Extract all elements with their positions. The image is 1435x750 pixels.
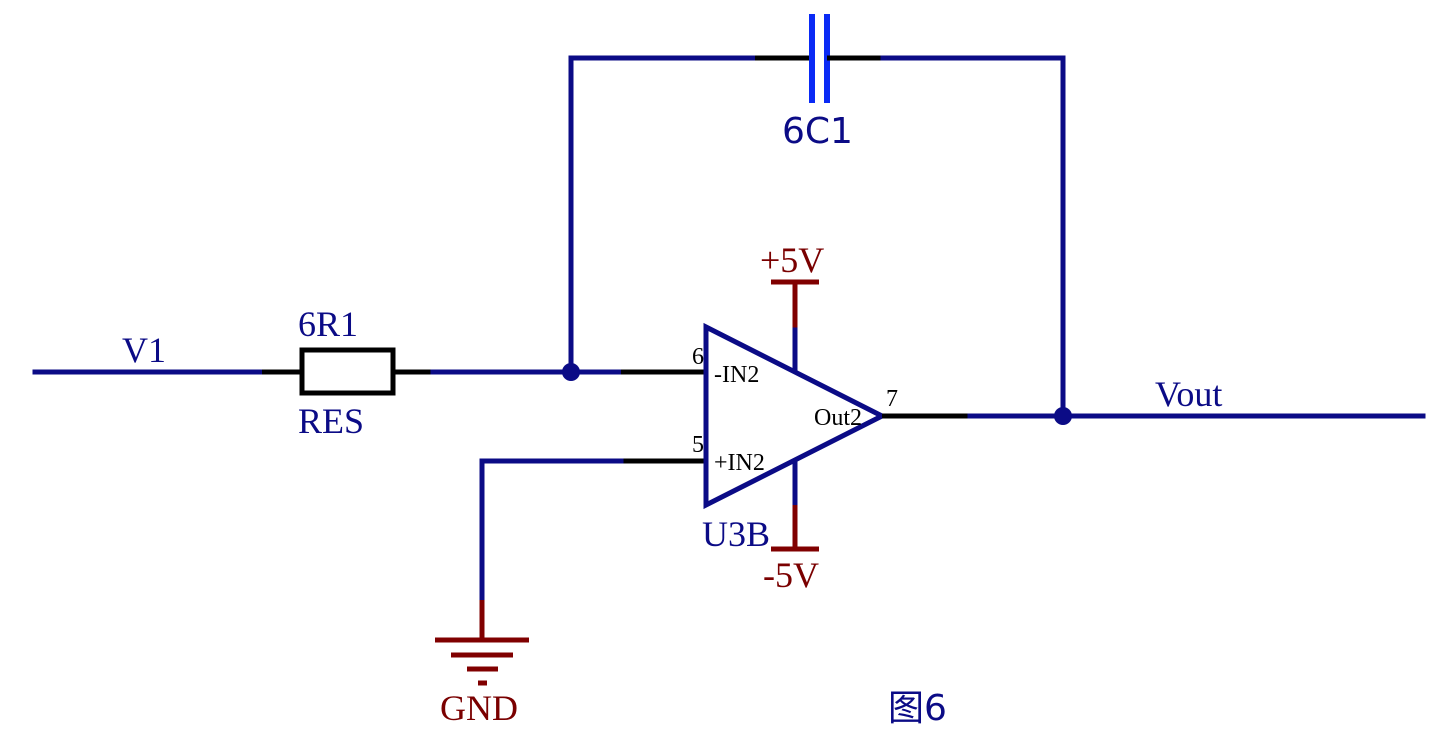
net-label-output: Vout xyxy=(1155,374,1222,414)
resistor-value: RES xyxy=(298,401,364,441)
opamp-pin-inv-name: -IN2 xyxy=(714,362,759,388)
opamp-symbol xyxy=(703,322,888,510)
opamp-designator: U3B xyxy=(702,514,770,554)
resistor-designator: 6R1 xyxy=(298,304,358,344)
capacitor-designator: 6C1 xyxy=(782,111,853,152)
junction-dot-output xyxy=(1054,407,1072,425)
positive-supply-label: +5V xyxy=(760,240,824,280)
ground-label: GND xyxy=(440,688,518,728)
figure-caption: 图6 xyxy=(888,688,947,729)
resistor-body xyxy=(299,347,396,396)
net-label-input: V1 xyxy=(122,330,166,370)
opamp-pin-inv-number: 6 xyxy=(692,344,704,370)
opamp-pin-out-name: Out2 xyxy=(814,405,862,431)
negative-supply-label: -5V xyxy=(763,555,819,595)
opamp-pin-noninv-name: +IN2 xyxy=(714,450,765,476)
opamp-pin-noninv-number: 5 xyxy=(692,432,704,458)
opamp-pin-out-number: 7 xyxy=(886,386,898,412)
